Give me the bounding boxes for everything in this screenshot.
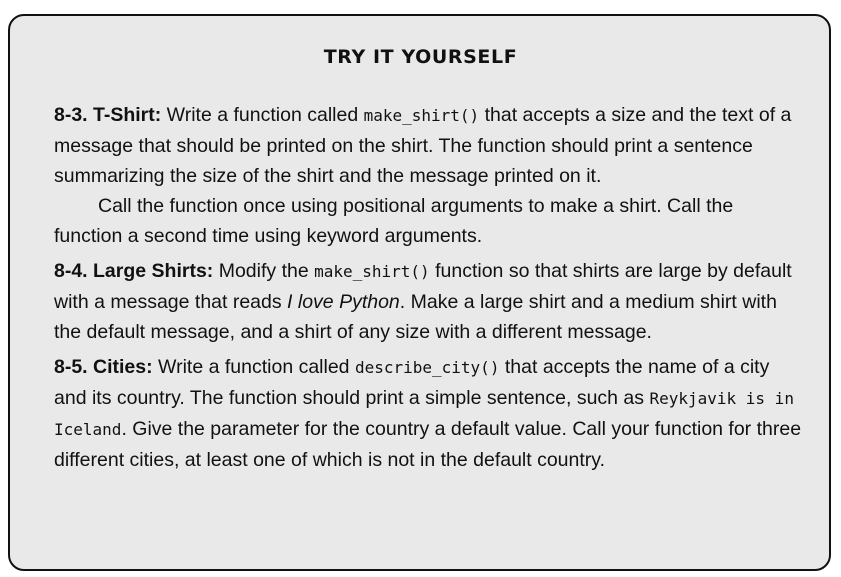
inline-code: make_shirt() xyxy=(363,106,480,125)
try-it-yourself-box xyxy=(8,14,831,571)
exercise-text: Write a function called xyxy=(161,104,364,126)
exercise-8-5: 8-5. Cities: Write a function called des… xyxy=(54,352,804,475)
exercise-text: function so that shirts are large by def… xyxy=(54,260,792,313)
exercise-title: 8-5. Cities: xyxy=(54,356,153,378)
exercise-text: Modify the xyxy=(213,260,315,282)
inline-code: Reykjavik is in Iceland xyxy=(54,389,794,439)
exercise-text: . Make a large shirt and a medium shirt … xyxy=(54,291,777,343)
exercise-list: 8-3. T-Shirt: Write a function called ma… xyxy=(54,100,804,480)
inline-code: describe_city() xyxy=(354,358,500,377)
exercise-text: Write a function called xyxy=(152,356,355,378)
exercise-text: that accepts a size and the text of a me… xyxy=(54,104,792,187)
exercise-title: 8-3. T-Shirt: xyxy=(54,104,162,126)
exercise-text: that accepts the name of a city and its … xyxy=(54,356,770,409)
exercise-8-4: 8-4. Large Shirts: Modify the make_shirt… xyxy=(54,256,804,347)
box-heading: TRY IT YOURSELF xyxy=(323,46,518,68)
exercise-8-3: 8-3. T-Shirt: Write a function called ma… xyxy=(54,100,804,251)
exercise-title: 8-4. Large Shirts: xyxy=(54,260,214,282)
inline-code: make_shirt() xyxy=(314,262,430,281)
exercise-paragraph: Call the function once using positional … xyxy=(54,195,734,247)
emphasis-text: I love Python xyxy=(287,291,400,313)
exercise-text: . Give the parameter for the country a d… xyxy=(54,418,802,471)
